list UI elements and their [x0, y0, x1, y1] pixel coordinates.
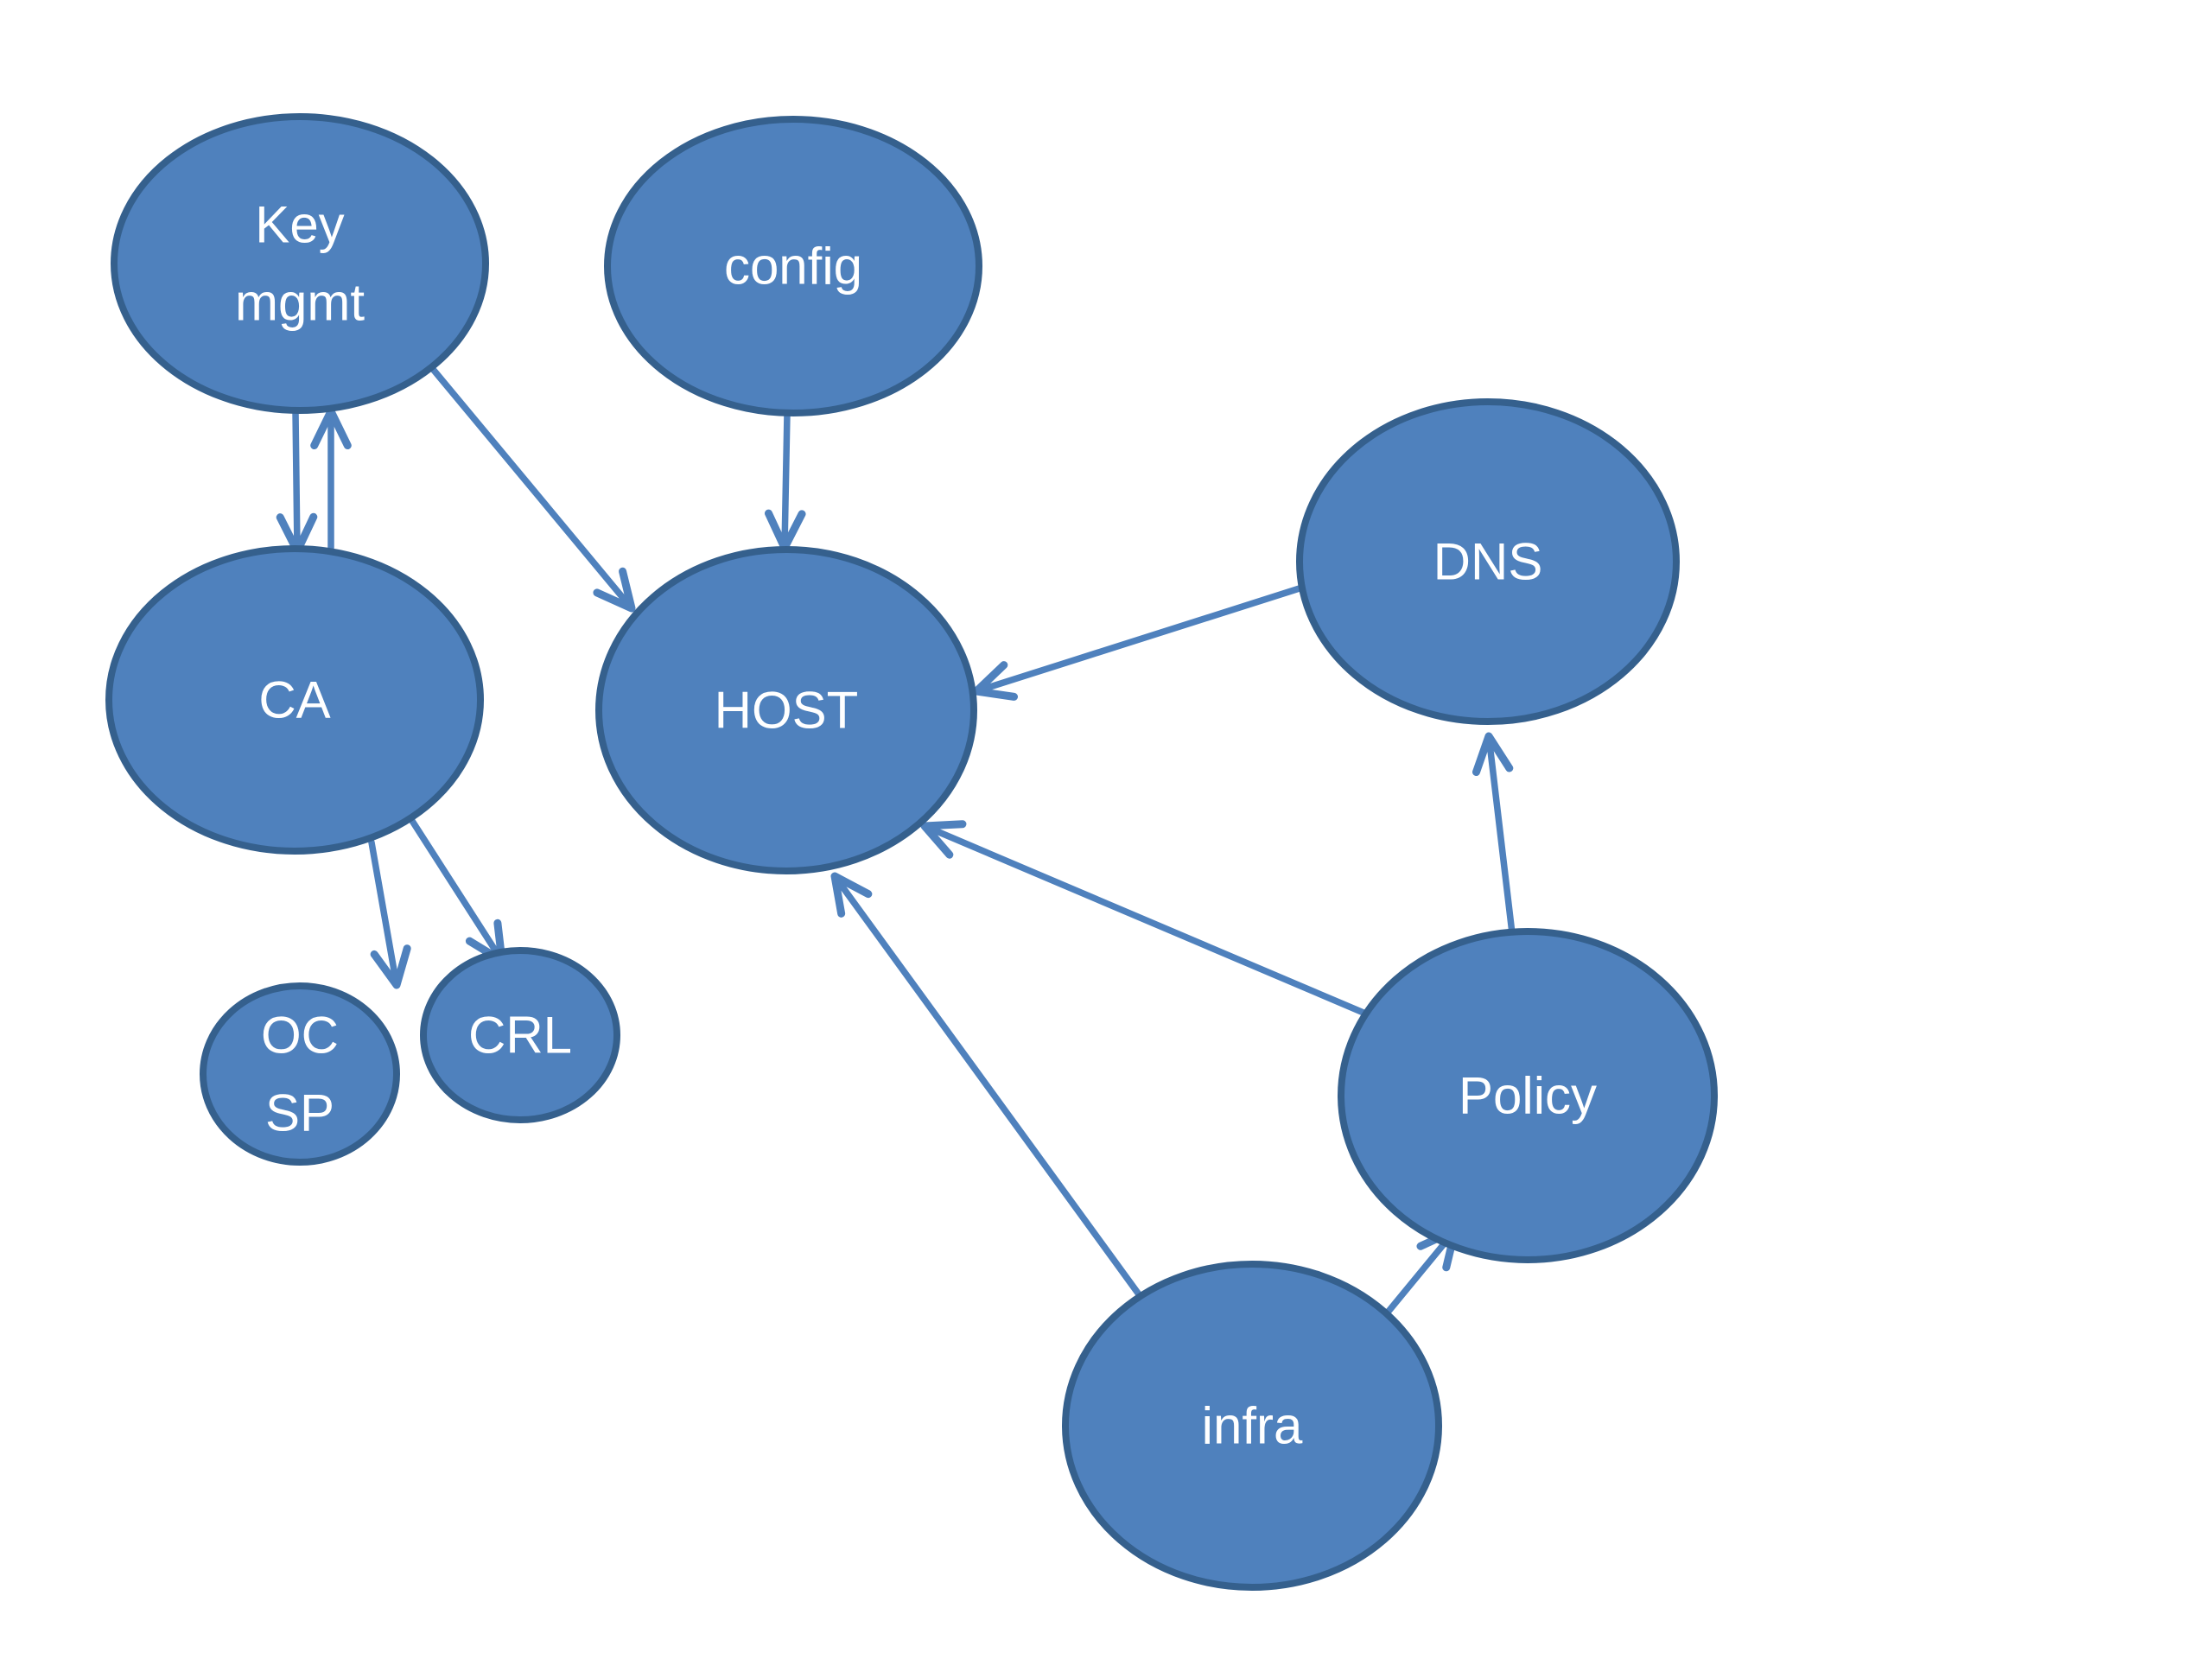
node-label-dns: DNS [1433, 533, 1543, 591]
node-ca: CA [105, 545, 484, 855]
node-shape-ocsp [200, 982, 400, 1166]
node-infra: infra [1062, 1261, 1442, 1591]
edge-ca-to-ocsp [368, 839, 411, 989]
node-label-line: CA [258, 671, 330, 729]
arrow-shaft-infra-to-host [831, 873, 1142, 1298]
edge-policy-to-dns [1471, 732, 1516, 937]
node-shape-infra [1062, 1261, 1442, 1591]
arrow-shaft-config-to-host [781, 410, 791, 551]
arrow-shaft-dns-to-host [973, 584, 1306, 695]
node-label-line: SP [265, 1084, 334, 1142]
node-label-infra: infra [1202, 1397, 1303, 1455]
arrowhead-icon [370, 944, 411, 989]
node-label-policy: Policy [1459, 1067, 1597, 1125]
arrowhead-icon [920, 820, 967, 859]
edge-key-mgmt-to-host [429, 365, 636, 613]
node-label-line: mgmt [235, 274, 365, 332]
edge-ca-to-crl [409, 817, 506, 965]
arrow-shaft-ca-to-ocsp [368, 839, 400, 988]
node-label-ca: CA [258, 671, 330, 729]
edge-infra-to-host [830, 872, 1142, 1298]
node-label-line: CRL [468, 1007, 572, 1065]
node-label-line: config [724, 238, 862, 296]
edge-dns-to-host [972, 584, 1306, 701]
node-ocsp: OC SP [200, 982, 400, 1166]
node-policy: Policy [1338, 928, 1718, 1263]
arrowhead-icon [1471, 732, 1514, 777]
node-config: config [604, 116, 982, 416]
node-label-line: infra [1202, 1397, 1303, 1455]
edge-ca-to-key-mgmt [310, 407, 352, 551]
arrow-shaft-ca-to-crl [409, 817, 505, 964]
node-shape-policy [1338, 928, 1718, 1263]
node-shape-crl [420, 947, 620, 1123]
node-shape-dns [1296, 398, 1680, 725]
node-label-line: Policy [1459, 1067, 1597, 1125]
arrow-shaft-policy-to-dns [1485, 733, 1516, 937]
node-shape-key-mgmt [111, 113, 489, 414]
node-label-config: config [724, 238, 862, 296]
node-key-mgmt: Key mgmt [111, 113, 489, 414]
edge-config-to-host [764, 410, 806, 552]
node-shape-ca [105, 545, 484, 855]
node-label-ocsp: OC SP [261, 1007, 339, 1142]
node-label-line: Key [255, 196, 344, 254]
arrow-shaft-key-mgmt-to-ca [292, 408, 301, 555]
node-label-line: OC [261, 1007, 339, 1065]
edge-policy-to-host [920, 820, 1367, 1016]
node-crl: CRL [420, 947, 620, 1123]
arrow-shaft-key-mgmt-to-host [429, 365, 635, 612]
arrow-shaft-policy-to-host [921, 823, 1367, 1016]
arrowhead-icon [593, 567, 636, 613]
node-shape-host [595, 546, 977, 874]
node-label-key-mgmt: Key mgmt [235, 196, 365, 332]
node-host: HOST [595, 546, 977, 874]
node-dns: DNS [1296, 398, 1680, 725]
node-shape-config [604, 116, 982, 416]
node-label-host: HOST [715, 682, 859, 740]
edge-key-mgmt-to-ca [276, 408, 318, 556]
arrowhead-icon [830, 872, 873, 918]
node-label-line: DNS [1433, 533, 1543, 591]
node-label-line: HOST [715, 682, 859, 740]
node-label-crl: CRL [468, 1007, 572, 1065]
arrowhead-icon [972, 661, 1019, 701]
